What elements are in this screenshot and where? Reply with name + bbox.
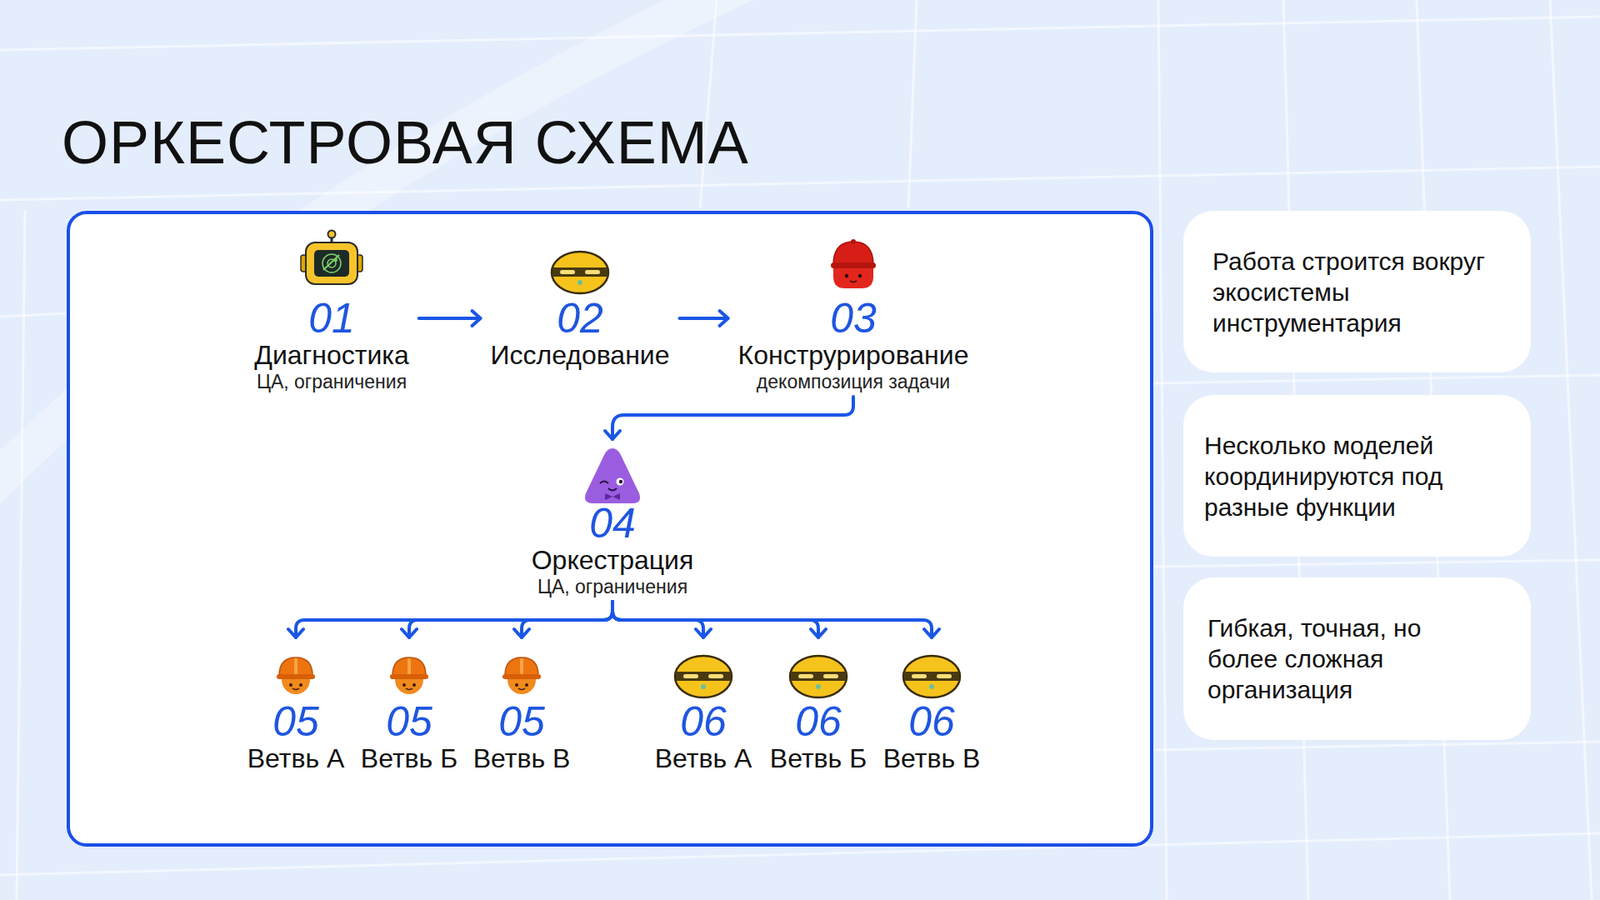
grid-line bbox=[0, 16, 1600, 50]
flow-arrow bbox=[680, 316, 729, 320]
icon-bowtie bbox=[612, 493, 620, 500]
grid-line bbox=[1153, 741, 1600, 750]
robot-icon bbox=[300, 230, 363, 285]
icon-radar-beam bbox=[323, 255, 340, 270]
step-node: 06Ветвь А bbox=[655, 640, 753, 774]
goggle-icon bbox=[675, 655, 732, 698]
card-text: Гибкая, точная, но более сложная организ… bbox=[1207, 612, 1445, 705]
icon-brim bbox=[830, 262, 876, 269]
step-number: 04 bbox=[589, 501, 636, 545]
step-node: 05Ветвь А bbox=[247, 640, 345, 774]
hardhat-icon bbox=[276, 657, 315, 695]
icon-pupil bbox=[619, 480, 623, 484]
step-node: 01ДиагностикаЦА, ограничения bbox=[254, 236, 410, 394]
icon-screen bbox=[314, 250, 350, 277]
step-name: Ветвь А bbox=[655, 743, 753, 774]
grid-line bbox=[1158, 0, 1167, 900]
icon-head bbox=[305, 242, 358, 285]
step-subtitle: декомпозиция задачи bbox=[756, 370, 950, 394]
step-number: 06 bbox=[795, 700, 842, 744]
conductor-icon bbox=[585, 448, 640, 504]
step-subtitle: ЦА, ограничения bbox=[256, 370, 407, 394]
flow-arrow bbox=[521, 601, 613, 638]
icon-cap-button bbox=[850, 239, 856, 245]
step-node: 04ОркестрацияЦА, ограничения bbox=[531, 441, 695, 599]
icon-radar bbox=[322, 254, 341, 273]
icon-eye bbox=[858, 274, 862, 278]
info-card: Работа строится вокруг экосистемы инстру… bbox=[1183, 210, 1531, 373]
hardhat-icon bbox=[390, 657, 429, 695]
icon-wink bbox=[600, 481, 609, 485]
icon-antenna-tip bbox=[328, 230, 336, 239]
icon-bowtie bbox=[605, 493, 613, 500]
card-text: Работа строится вокруг экосистемы инстру… bbox=[1212, 245, 1490, 339]
grid-line bbox=[16, 210, 25, 900]
goggle-icon bbox=[790, 655, 847, 698]
step-number: 05 bbox=[385, 700, 433, 744]
flow-arrow bbox=[409, 601, 613, 638]
step-name: Исследование bbox=[490, 340, 670, 370]
step-number: 05 bbox=[272, 700, 320, 744]
step-name: Ветвь В bbox=[473, 743, 571, 774]
step-name: Конструрирование bbox=[738, 340, 970, 370]
grid-line bbox=[1153, 560, 1600, 567]
step-name: Ветвь Б bbox=[360, 743, 458, 774]
step-number: 06 bbox=[680, 700, 727, 744]
icon-mouth bbox=[608, 488, 617, 491]
grid-line bbox=[1153, 375, 1600, 384]
step-node: 03Конструрированиедекомпозиция задачи bbox=[738, 236, 970, 394]
card-text: Несколько моделей координируются под раз… bbox=[1204, 430, 1492, 523]
grid-line bbox=[908, 0, 917, 209]
flow-arrow bbox=[612, 601, 704, 638]
icon-eye bbox=[616, 478, 625, 486]
step-number: 02 bbox=[556, 296, 604, 340]
goggle-icon bbox=[551, 251, 609, 294]
icon-mouth bbox=[850, 280, 857, 283]
step-name: Оркестрация bbox=[531, 545, 695, 575]
flow-arrow bbox=[612, 396, 854, 440]
step-name: Ветвь В bbox=[883, 743, 981, 774]
step-node: 06Ветвь В bbox=[883, 640, 981, 774]
info-card: Гибкая, точная, но более сложная организ… bbox=[1183, 577, 1531, 740]
grid-line bbox=[0, 313, 67, 317]
icon-cap bbox=[833, 241, 874, 265]
step-node: 06Ветвь Б bbox=[770, 640, 867, 774]
slide-title: ОРКЕСТРОВАЯ СХЕМА bbox=[61, 106, 750, 179]
info-card: Несколько моделей координируются под раз… bbox=[1183, 395, 1531, 557]
flow-arrow bbox=[295, 601, 613, 638]
flow-arrow bbox=[612, 601, 819, 638]
step-node: 05Ветвь Б bbox=[360, 640, 458, 774]
flow-arrow bbox=[612, 601, 932, 638]
grid-line bbox=[1550, 0, 1592, 900]
step-node: 05Ветвь В bbox=[473, 640, 571, 774]
cap-icon bbox=[830, 239, 876, 289]
step-number: 03 bbox=[830, 296, 877, 340]
step-number: 01 bbox=[308, 296, 355, 340]
step-number: 06 bbox=[908, 700, 955, 744]
hardhat-icon bbox=[502, 657, 541, 695]
icon-body bbox=[585, 448, 640, 504]
step-subtitle: ЦА, ограничения bbox=[537, 575, 688, 599]
grid-line bbox=[700, 0, 717, 209]
icon-eye bbox=[845, 274, 849, 278]
flow-arrow bbox=[419, 316, 481, 320]
icon-radar-dot bbox=[334, 258, 338, 262]
step-node: 02Исследование bbox=[490, 236, 670, 370]
goggle-icon bbox=[903, 655, 960, 698]
step-name: Диагностика bbox=[254, 340, 410, 370]
step-name: Ветвь Б bbox=[770, 743, 867, 774]
step-name: Ветвь А bbox=[247, 743, 345, 774]
step-number: 05 bbox=[498, 700, 545, 744]
